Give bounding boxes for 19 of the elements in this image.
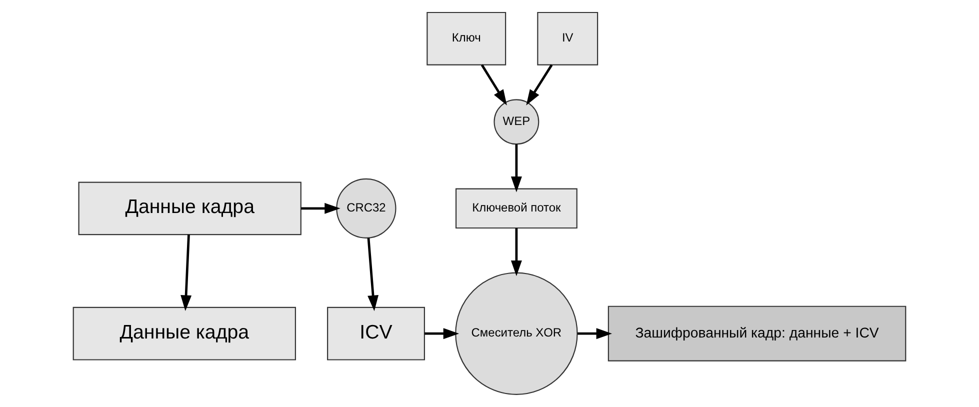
node-circle: Смеситель XOR: [455, 272, 578, 395]
node-box: ICV: [327, 306, 425, 360]
node-box: IV: [537, 12, 598, 66]
arrow: [424, 328, 460, 340]
arrow: [301, 202, 340, 214]
arrow: [510, 228, 522, 276]
node-box: Зашифрованный кадр: данные + ICV: [608, 306, 906, 362]
node-box: Данные кадра: [78, 182, 302, 236]
node-box: Ключ: [426, 12, 506, 66]
arrow: [480, 64, 507, 106]
arrow: [180, 234, 192, 311]
node-circle: CRC32: [336, 178, 396, 238]
arrow: [526, 64, 553, 106]
node-box: Данные кадра: [72, 306, 296, 360]
node-circle: WEP: [494, 99, 540, 145]
arrow: [367, 238, 379, 312]
arrow: [510, 144, 522, 192]
node-box: Ключевой поток: [455, 188, 578, 229]
arrow: [578, 328, 612, 340]
